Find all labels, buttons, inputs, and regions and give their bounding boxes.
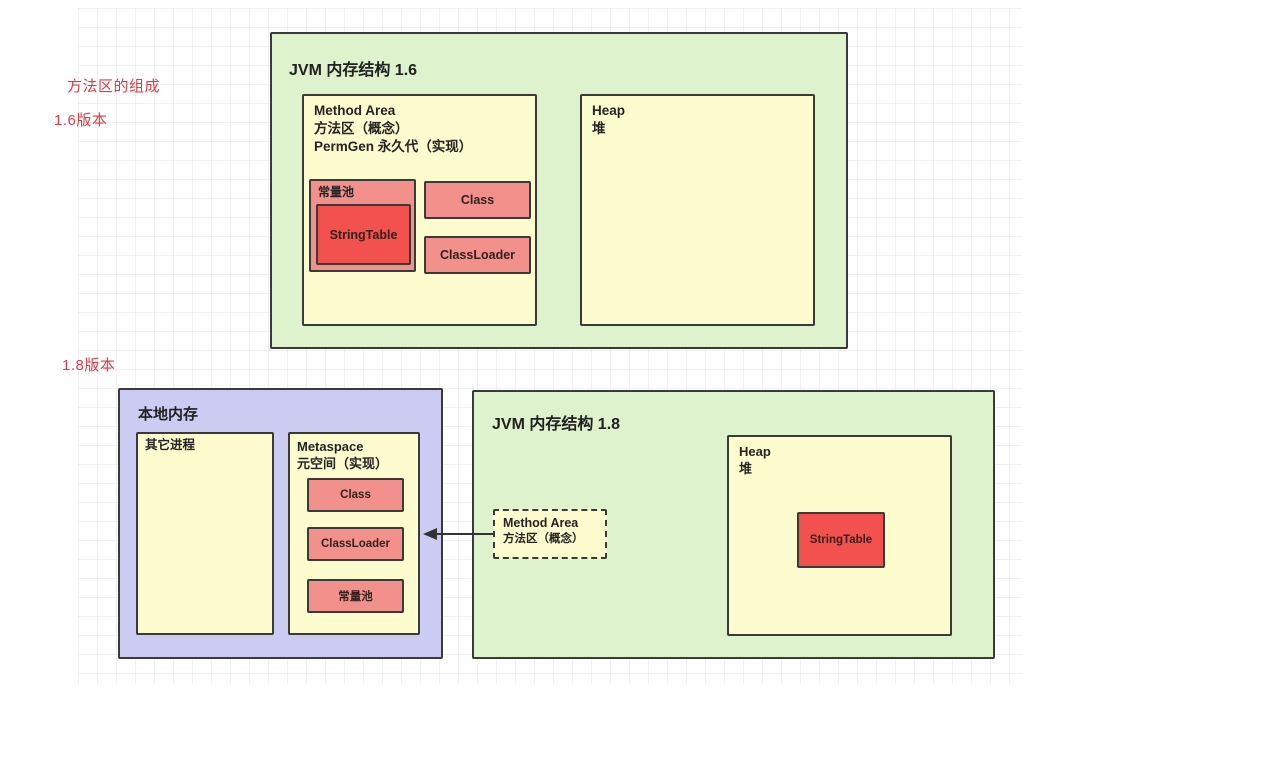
metaspace-classloader-box: ClassLoader — [307, 527, 404, 561]
jvm18-heap-title-en: Heap — [739, 444, 771, 459]
metaspace-classloader-label: ClassLoader — [320, 538, 391, 550]
jvm18-method-area-dashed-box: Method Area 方法区（概念） — [493, 509, 607, 559]
jvm18-method-area-title-zh: 方法区（概念） — [503, 533, 584, 545]
jvm18-heap-title-zh: 堆 — [739, 461, 753, 476]
jvm16-classloader-label: ClassLoader — [439, 248, 516, 262]
method-area-to-metaspace-arrow — [423, 528, 494, 540]
annotation-version-16: 1.6版本 — [54, 112, 108, 129]
jvm16-method-area-title-zh: 方法区（概念） — [314, 121, 409, 136]
jvm16-method-area-label: Method Area 方法区（概念） PermGen 永久代（实现） — [304, 96, 535, 162]
native-memory-title: 本地内存 — [138, 406, 199, 423]
jvm16-method-area-title-en: Method Area — [314, 103, 396, 118]
jvm16-heap-title-zh: 堆 — [592, 121, 606, 136]
jvm16-stringtable-box: StringTable — [316, 204, 411, 265]
jvm16-stringtable-label: StringTable — [329, 227, 398, 242]
jvm16-heap-title-en: Heap — [592, 103, 626, 118]
jvm18-container: JVM 内存结构 1.8 Method Area 方法区（概念） Heap 堆 … — [472, 390, 995, 659]
jvm16-class-label: Class — [460, 193, 495, 207]
metaspace-class-box: Class — [307, 478, 404, 512]
jvm16-method-area-box: Method Area 方法区（概念） PermGen 永久代（实现） 常量池 … — [302, 94, 537, 326]
annotation-heading: 方法区的组成 — [67, 78, 161, 95]
other-process-label: 其它进程 — [145, 438, 196, 452]
jvm16-container: JVM 内存结构 1.6 Method Area 方法区（概念） PermGen… — [270, 32, 848, 349]
metaspace-constant-pool-box: 常量池 — [307, 579, 404, 613]
jvm16-method-area-impl: PermGen 永久代（实现） — [314, 139, 473, 154]
jvm16-title: JVM 内存结构 1.6 — [289, 62, 418, 79]
jvm18-method-area-title-en: Method Area — [503, 516, 579, 530]
metaspace-constant-pool-label: 常量池 — [338, 591, 373, 603]
jvm16-constant-pool-box: 常量池 StringTable — [309, 179, 416, 272]
jvm18-stringtable-box: StringTable — [797, 512, 885, 568]
other-process-box: 其它进程 — [136, 432, 274, 635]
metaspace-class-label: Class — [340, 489, 371, 501]
jvm16-constant-pool-label: 常量池 — [318, 185, 355, 199]
metaspace-title-zh: 元空间（实现） — [297, 456, 389, 471]
jvm16-class-box: Class — [424, 181, 531, 219]
jvm18-heap-box: Heap 堆 StringTable — [727, 435, 952, 636]
metaspace-box: Metaspace 元空间（实现） Class ClassLoader 常量池 — [288, 432, 420, 635]
jvm16-classloader-box: ClassLoader — [424, 236, 531, 274]
jvm16-heap-label: Heap 堆 — [582, 96, 813, 144]
jvm16-heap-box: Heap 堆 — [580, 94, 815, 326]
jvm18-title: JVM 内存结构 1.8 — [492, 416, 621, 433]
metaspace-title-en: Metaspace — [297, 439, 364, 454]
annotation-version-18: 1.8版本 — [62, 357, 116, 374]
native-memory-container: 本地内存 其它进程 Metaspace 元空间（实现） Class ClassL… — [118, 388, 443, 659]
jvm18-stringtable-label: StringTable — [809, 534, 873, 546]
